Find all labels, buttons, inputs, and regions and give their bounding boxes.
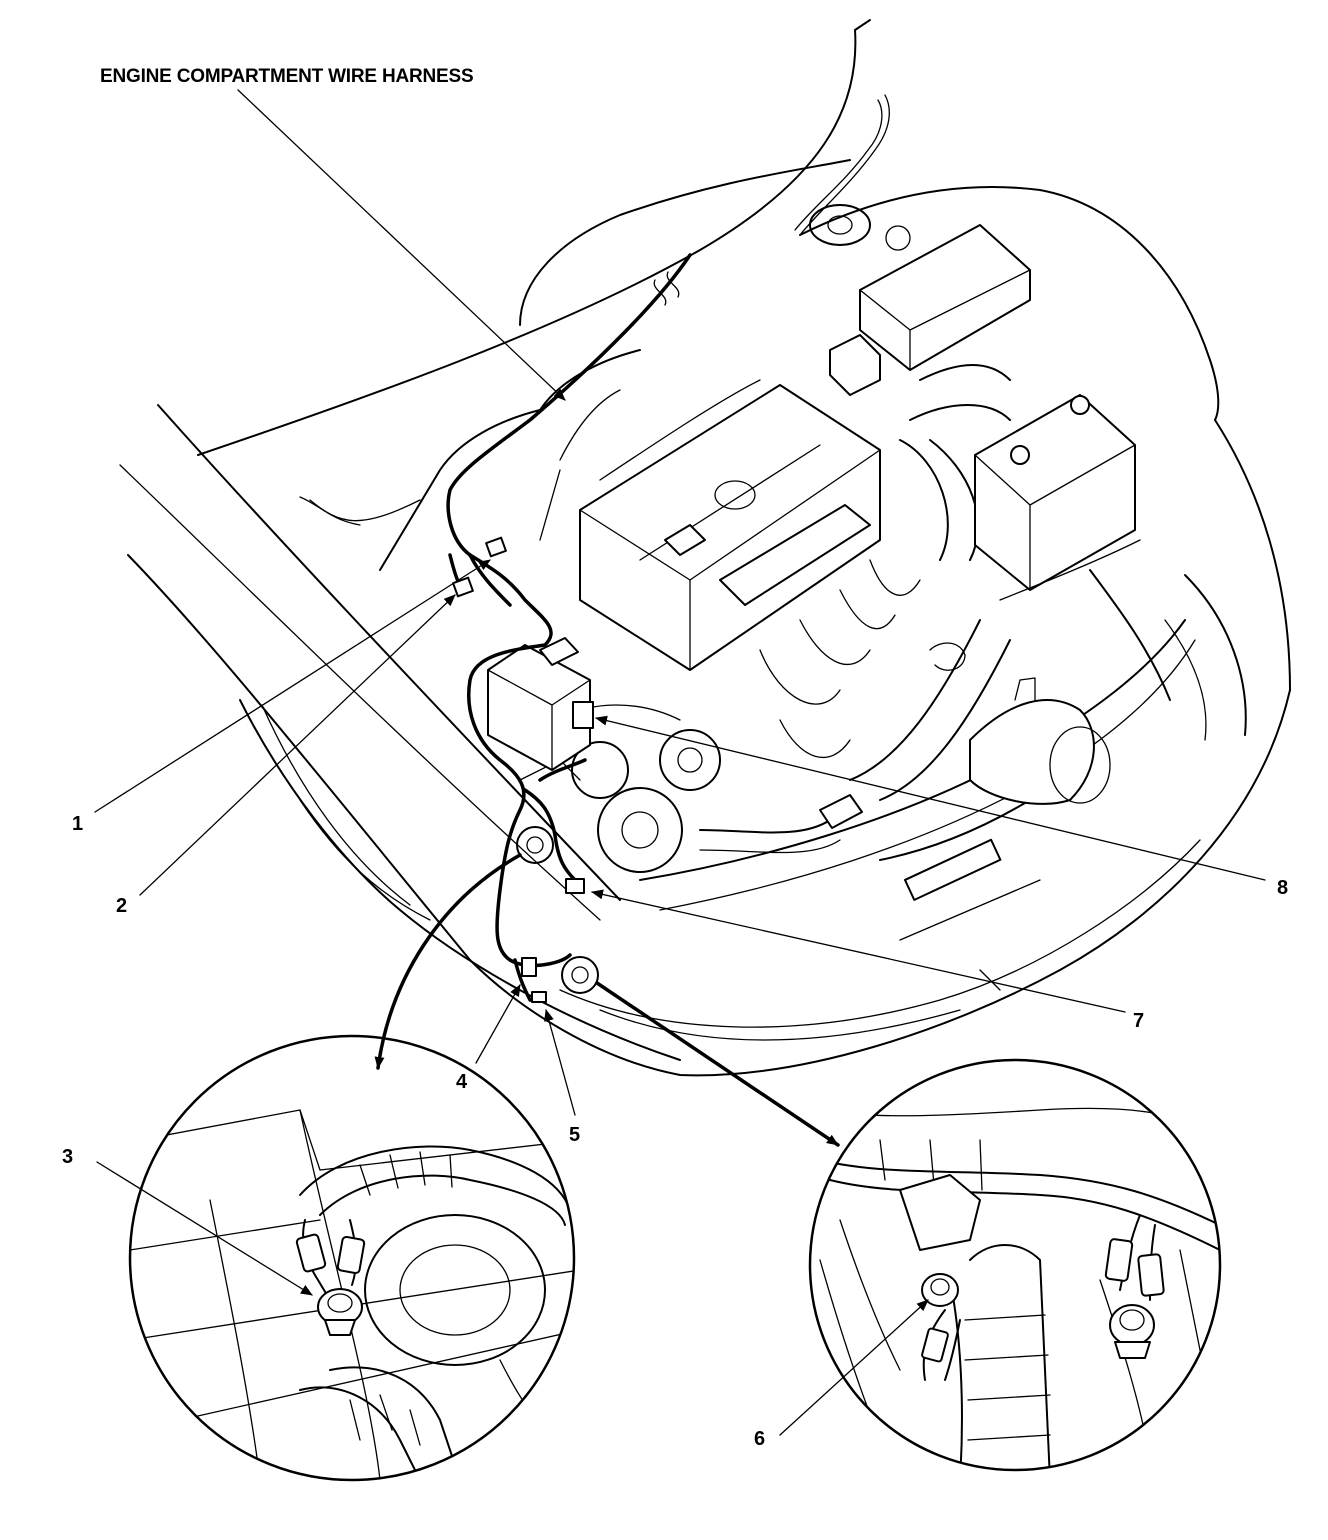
callout-5: 5: [569, 1124, 580, 1146]
engine-components: [519, 204, 1141, 873]
wire-harness: [446, 253, 692, 1003]
leader-lines: [94, 89, 1266, 1436]
callout-3: 3: [62, 1146, 73, 1168]
labels: ENGINE COMPARTMENT WIRE HARNESS 1 2 3 4 …: [62, 66, 1288, 1450]
callout-6: 6: [754, 1428, 765, 1450]
callout-8: 8: [1277, 877, 1288, 899]
callout-2: 2: [116, 895, 127, 917]
detail-view-left: [128, 1034, 576, 1482]
under-hood-fuse-box: [487, 637, 594, 771]
callout-1: 1: [72, 813, 83, 835]
callout-4: 4: [456, 1071, 468, 1093]
diagram-title: ENGINE COMPARTMENT WIRE HARNESS: [100, 66, 473, 87]
callout-7: 7: [1133, 1010, 1144, 1032]
vehicle-body: [119, 19, 1291, 1077]
detail-view-right: [808, 1058, 1222, 1472]
